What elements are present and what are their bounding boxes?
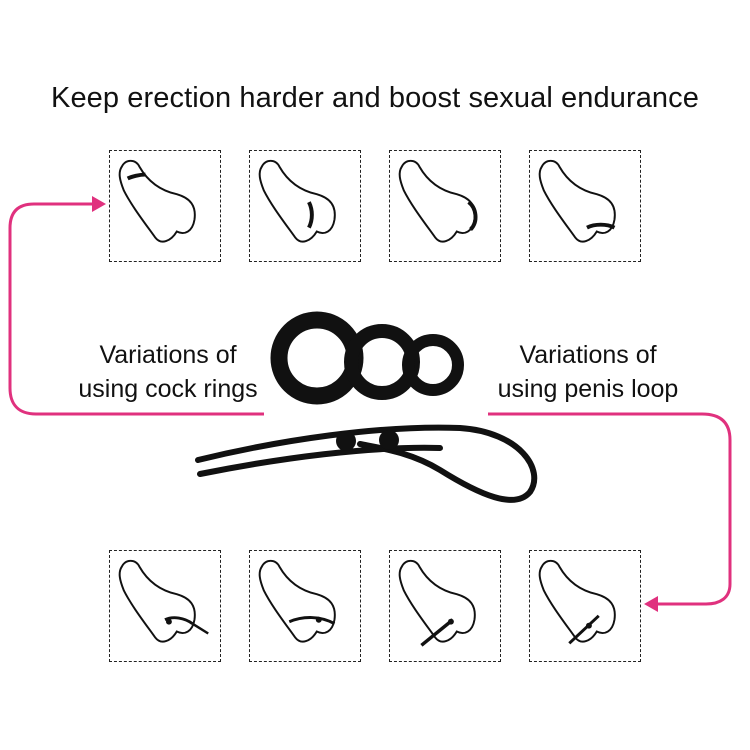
ring-behind-testicles-icon: [398, 159, 478, 243]
loop-variation-tile-3: [389, 550, 501, 662]
ring-variation-tile-2: [249, 150, 361, 262]
loop-behind-testicles-icon: [398, 559, 476, 647]
loop-around-scrotum-icon: [538, 559, 616, 645]
bead-icon: [379, 430, 399, 450]
ring-around-scrotum-icon: [538, 159, 616, 243]
loop-caption-line-1: Variations of: [519, 341, 657, 369]
bead-icon: [336, 431, 356, 451]
headline: Keep erection harder and boost sexual en…: [51, 82, 699, 114]
loop-caption: Variations of using penis loop: [478, 338, 698, 406]
loop-icon: [195, 424, 538, 503]
ring-variation-tile-3: [389, 150, 501, 262]
ring-variation-tile-4: [529, 150, 641, 262]
rings-caption-line-1: Variations of: [99, 341, 237, 369]
rings-caption-line-2: using cock rings: [78, 375, 258, 403]
loop-variation-tile-4: [529, 550, 641, 662]
ring-variation-tile-1: [109, 150, 221, 262]
ring-at-base-icon: [258, 159, 336, 243]
ring-around-shaft-icon: [118, 159, 196, 243]
loop-variation-tile-1: [109, 550, 221, 662]
rings-icon: [270, 311, 464, 405]
loop-caption-line-2: using penis loop: [497, 375, 679, 403]
loop-around-base-icon: [118, 559, 209, 643]
loop-variation-tile-2: [249, 550, 361, 662]
rings-caption: Variations of using cock rings: [52, 338, 284, 406]
loop-around-shaft-and-scrotum-icon: [258, 559, 336, 643]
